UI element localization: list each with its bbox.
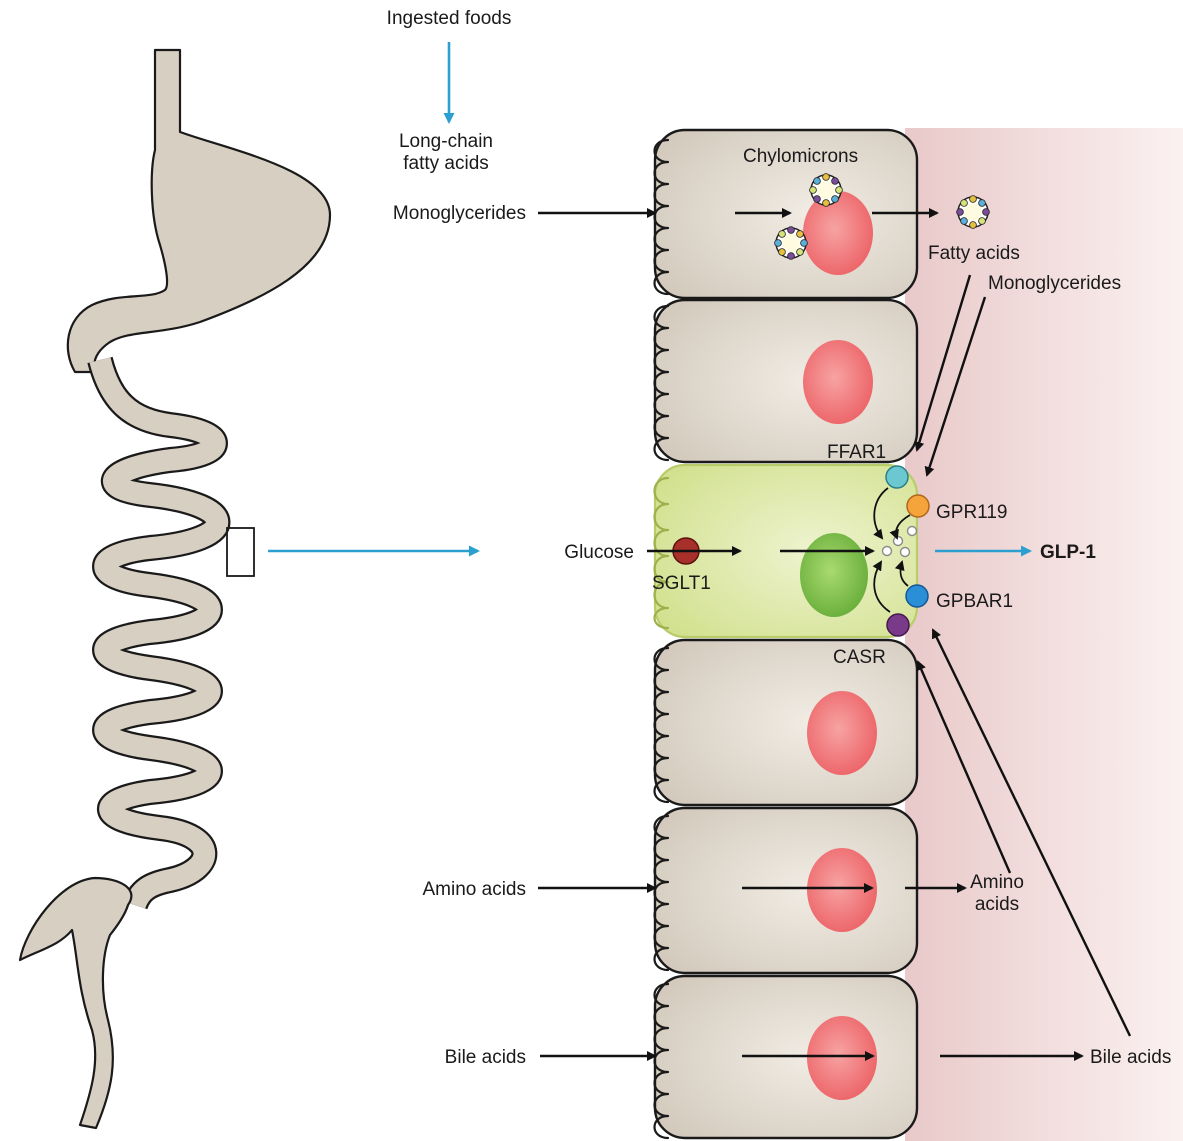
label-amino-acids-out-1: Amino xyxy=(970,872,1024,893)
gastrointestinal-tract xyxy=(20,50,330,1128)
label-glp1: GLP-1 xyxy=(1040,542,1096,563)
nucleus-4 xyxy=(807,848,877,932)
label-ingested-foods: Ingested foods xyxy=(387,8,512,29)
gpbar1-receptor xyxy=(906,585,928,607)
label-bile-acids-in: Bile acids xyxy=(445,1047,526,1068)
enterocyte-2 xyxy=(655,300,917,462)
gpr119-receptor xyxy=(907,495,929,517)
enterocyte-4 xyxy=(655,808,917,973)
epithelium xyxy=(655,130,918,1138)
label-ffar1: FFAR1 xyxy=(827,442,886,463)
nucleus-1 xyxy=(803,191,873,275)
label-fatty-acids-line2: fatty acids xyxy=(403,153,489,174)
nucleus-2 xyxy=(803,340,873,424)
label-long-chain: Long-chain xyxy=(399,131,493,152)
label-amino-acids-out-2: acids xyxy=(975,894,1019,915)
label-glucose: Glucose xyxy=(564,542,634,563)
nucleus-5 xyxy=(807,1016,877,1100)
label-sglt1: SGLT1 xyxy=(652,573,711,594)
ffar1-receptor xyxy=(886,466,908,488)
l-cell-nucleus xyxy=(800,533,868,617)
label-amino-acids-in: Amino acids xyxy=(423,879,527,900)
label-bile-acids-out: Bile acids xyxy=(1090,1047,1171,1068)
label-casr: CASR xyxy=(833,647,886,668)
label-chylomicrons: Chylomicrons xyxy=(743,146,858,167)
label-monoglycerides-out: Monoglycerides xyxy=(988,273,1121,294)
nucleus-3 xyxy=(807,691,877,775)
label-fatty-acids-out: Fatty acids xyxy=(928,243,1020,264)
label-monoglycerides-in: Monoglycerides xyxy=(393,203,526,224)
casr-receptor xyxy=(887,614,909,636)
label-gpr119: GPR119 xyxy=(936,502,1007,523)
label-gpbar1: GPBAR1 xyxy=(936,591,1013,612)
intestine-region-box xyxy=(227,528,254,576)
